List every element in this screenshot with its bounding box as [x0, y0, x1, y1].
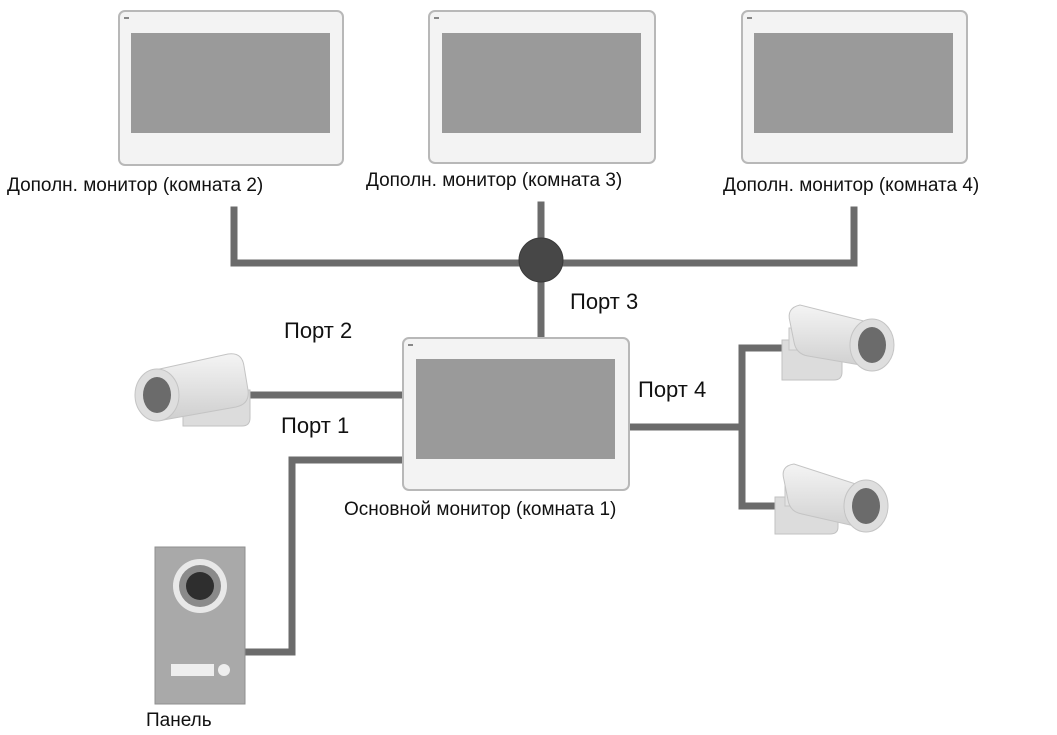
cable-port4-split [738, 344, 786, 510]
cable-port1 [241, 456, 405, 656]
label-monitor-room4: Дополн. монитор (комната 4) [723, 175, 980, 196]
monitor-room4 [741, 10, 968, 164]
door-panel [154, 546, 246, 705]
monitor-room2 [118, 10, 344, 166]
camera-right-top [781, 304, 895, 381]
monitor-main [402, 337, 630, 491]
camera-left [134, 353, 251, 427]
label-port3: Порт 3 [570, 289, 639, 314]
monitor-room3 [428, 10, 656, 164]
cables [230, 201, 858, 656]
label-monitor-room3: Дополн. монитор (комната 3) [366, 170, 623, 191]
label-port4: Порт 4 [638, 377, 707, 402]
cable-room4 [537, 206, 858, 267]
label-monitor-main: Основной монитор (комната 1) [344, 499, 617, 520]
camera-right-bottom [774, 463, 889, 535]
door-panel-nameplate [171, 664, 214, 676]
label-port2: Порт 2 [284, 318, 353, 343]
label-panel: Панель [146, 710, 212, 731]
junction-node [518, 237, 564, 283]
cable-room2 [230, 206, 545, 267]
door-panel-call-button [218, 664, 230, 676]
label-monitor-room2: Дополн. монитор (комната 2) [7, 175, 264, 196]
label-port1: Порт 1 [281, 413, 350, 438]
